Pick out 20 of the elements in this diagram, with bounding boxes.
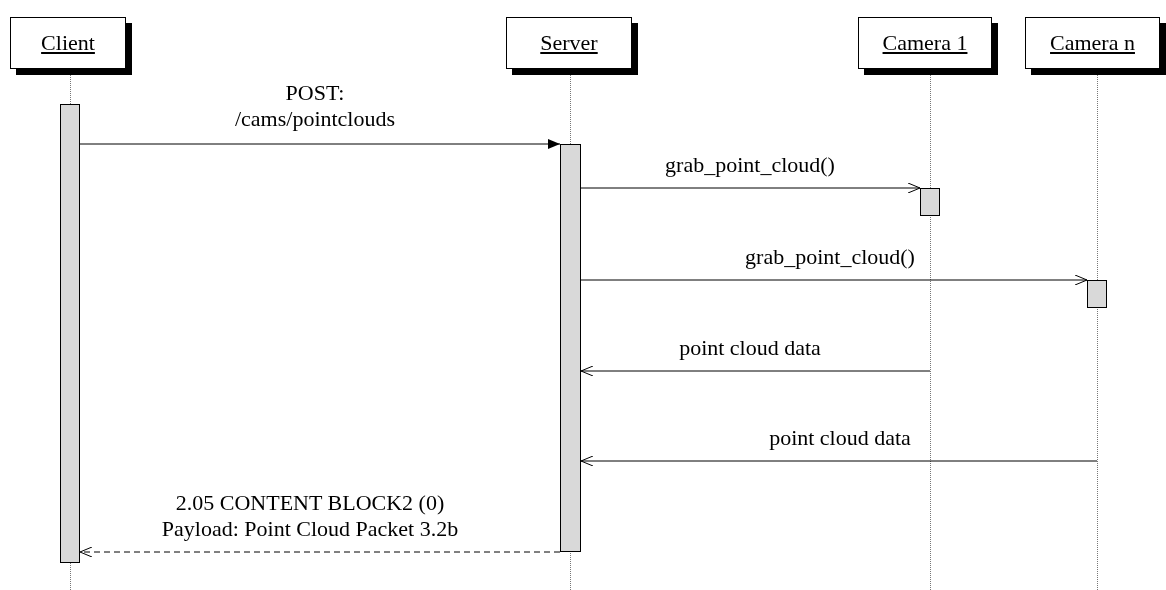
message-arrow bbox=[580, 365, 931, 377]
message-label: POST: /cams/pointclouds bbox=[233, 80, 397, 132]
message-arrow bbox=[79, 546, 561, 558]
message-arrow bbox=[580, 274, 1088, 286]
participant-label: Camera n bbox=[1050, 30, 1135, 56]
activation-bar bbox=[1087, 280, 1107, 308]
message-label: point cloud data bbox=[768, 425, 912, 451]
message-arrow bbox=[79, 139, 561, 149]
message-arrow bbox=[580, 455, 1098, 467]
participant-label: Client bbox=[41, 30, 95, 56]
participant-label: Server bbox=[540, 30, 598, 56]
message-label: 2.05 CONTENT BLOCK2 (0) Payload: Point Cloud Packet 3.2b bbox=[160, 490, 460, 542]
activation-bar bbox=[560, 144, 581, 552]
message-arrow bbox=[580, 182, 921, 194]
activation-bar bbox=[60, 104, 80, 563]
activation-bar bbox=[920, 188, 940, 216]
message-label: point cloud data bbox=[678, 335, 822, 361]
message-label: grab_point_cloud() bbox=[664, 152, 836, 178]
participant-label: Camera 1 bbox=[882, 30, 968, 56]
message-label: grab_point_cloud() bbox=[744, 244, 916, 270]
